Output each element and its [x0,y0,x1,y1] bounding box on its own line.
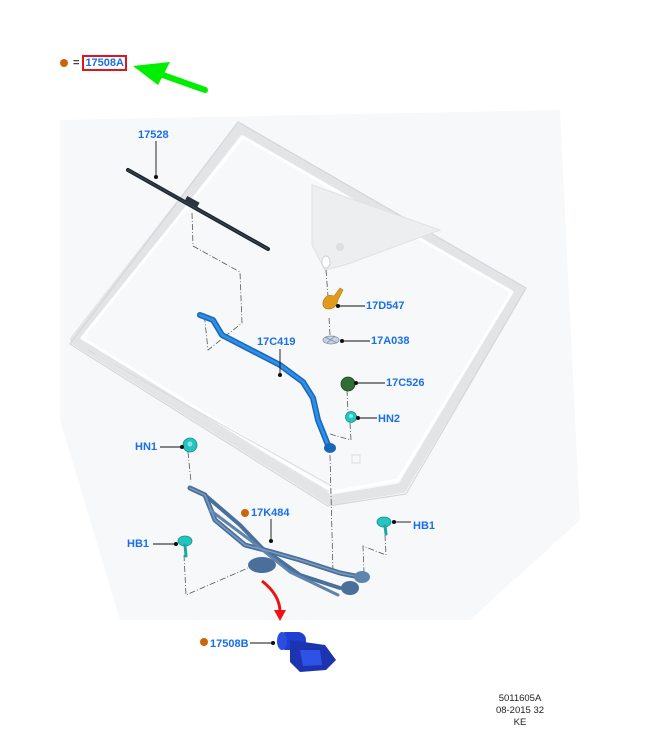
legend: = 17508A [60,55,127,71]
callout-motor[interactable]: 17508B [210,638,249,650]
diagram-region: KE [513,717,527,728]
callout-nut-hn1[interactable]: HN1 [135,441,158,453]
background-shading [60,110,580,620]
callout-wiper-blade[interactable]: 17528 [138,129,169,141]
leader-lines [153,141,411,646]
orange-marker-icon [241,509,249,517]
callout-wiper-arm[interactable]: 17C419 [257,336,296,348]
bolt-hb1-left-part [177,535,193,558]
wiper-arm [197,312,336,453]
legend-equals: = [73,57,80,69]
bolt-hb1-right-part [376,516,392,536]
callout-retainer-clip[interactable]: 17A038 [371,335,410,347]
wiper-blade [126,168,270,251]
callout-bolt-hb1-right[interactable]: HB1 [413,520,436,532]
motor-direction-arrow [261,579,286,621]
orange-marker-icon [200,638,208,646]
arm-cover-part [322,287,344,310]
callout-bolt-hb1-left[interactable]: HB1 [127,538,150,550]
nut-hn2-part [345,411,357,423]
callout-linkage[interactable]: 17K484 [251,507,290,519]
legend-pointer-arrow [133,62,208,93]
nut-hn1-part [182,437,198,453]
orange-marker-icon [60,59,68,67]
legend-part-link-17508a[interactable]: 17508A [82,55,127,71]
pivot-cap-part [340,376,356,392]
callout-nut-hn2[interactable]: HN2 [378,413,401,425]
diagram-date: 08-2015 32 [495,705,545,716]
callout-arm-cover[interactable]: 17D547 [366,300,405,312]
wiper-motor [277,632,336,672]
diagram-reference: 5011605A 08-2015 32 KE [470,693,570,729]
retainer-clip-part [322,335,340,345]
callout-pivot-cap[interactable]: 17C526 [386,377,425,389]
wiper-linkage [187,485,370,597]
windshield-glass [69,121,527,507]
assembly-guide-lines [183,212,387,596]
diagram-number: 5011605A [498,693,542,704]
